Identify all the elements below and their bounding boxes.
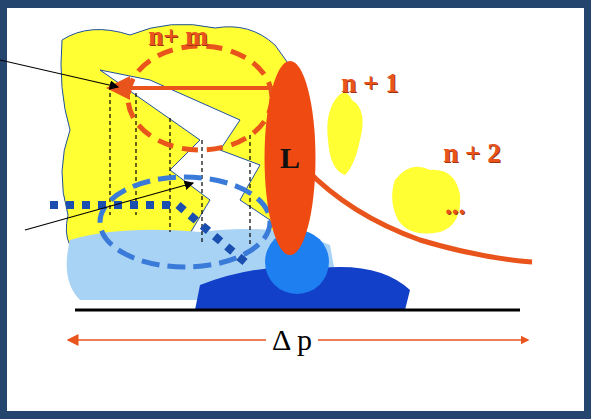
- rung-label: n+ m: [148, 21, 208, 52]
- exchange-ellipse: L: [264, 60, 316, 256]
- momentum-label: Δ p: [266, 323, 318, 357]
- rung-label: n + 2: [443, 138, 500, 169]
- rung-label: ...: [445, 190, 465, 221]
- node-letter: L: [280, 141, 300, 175]
- rung-label: n + 1: [341, 68, 398, 99]
